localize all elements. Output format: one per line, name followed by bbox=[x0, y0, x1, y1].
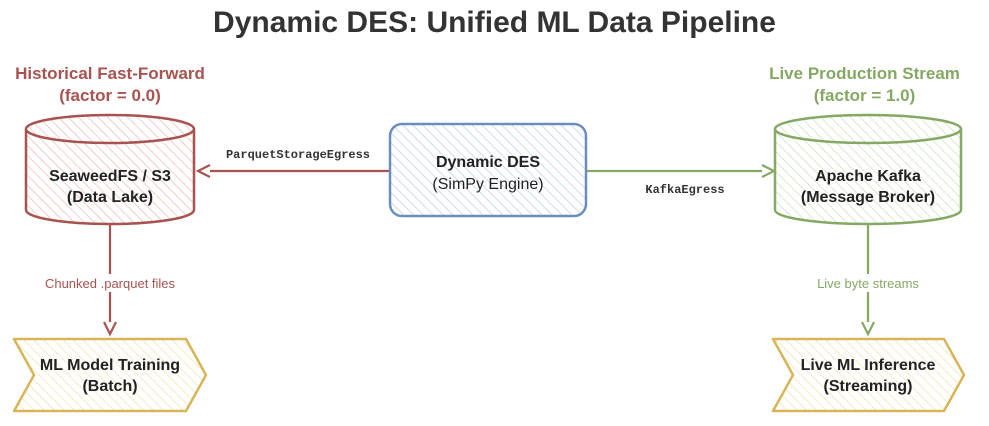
ml-inference-subtitle: (Streaming) bbox=[824, 378, 913, 395]
parquet-files-edge: Chunked .parquet files bbox=[32, 225, 188, 337]
ml-training-node: ML Model Training (Batch) bbox=[12, 337, 208, 413]
kafka-node: Apache Kafka (Message Broker) bbox=[773, 113, 963, 226]
des-engine-name: Dynamic DES bbox=[436, 154, 540, 171]
kafka-cylinder-body bbox=[773, 129, 963, 226]
kafka-cylinder-top bbox=[773, 113, 963, 145]
historical-heading-factor: (factor = 0.0) bbox=[59, 86, 161, 105]
live-heading-factor: (factor = 1.0) bbox=[813, 86, 916, 105]
historical-heading: Historical Fast-Forward (factor = 0.0) bbox=[0, 63, 220, 107]
byte-streams-arrowhead bbox=[861, 321, 875, 337]
byte-streams-label: Live byte streams bbox=[817, 276, 919, 291]
ml-training-name: ML Model Training bbox=[40, 357, 180, 374]
byte-streams-label-bg bbox=[800, 274, 936, 292]
data-lake-subtitle: (Data Lake) bbox=[67, 189, 153, 206]
data-lake-cylinder-body bbox=[24, 129, 196, 226]
des-engine-subtitle: (SimPy Engine) bbox=[432, 176, 543, 193]
kafka-egress-edge: KafkaEgress bbox=[587, 164, 777, 197]
ml-inference-name: Live ML Inference bbox=[801, 357, 936, 374]
kafka-name: Apache Kafka bbox=[815, 168, 921, 185]
kafka-subtitle: (Message Broker) bbox=[801, 189, 935, 206]
des-engine-node: Dynamic DES (SimPy Engine) bbox=[388, 122, 588, 218]
parquet-egress-arrowhead bbox=[195, 164, 211, 178]
historical-heading-title: Historical Fast-Forward bbox=[15, 64, 205, 83]
byte-streams-edge: Live byte streams bbox=[800, 225, 936, 337]
data-lake-cylinder-top bbox=[24, 113, 196, 145]
parquet-egress-edge: ParquetStorageEgress bbox=[195, 148, 389, 178]
parquet-egress-label: ParquetStorageEgress bbox=[226, 148, 370, 162]
kafka-egress-label: KafkaEgress bbox=[645, 183, 724, 197]
kafka-egress-arrowhead bbox=[761, 164, 777, 178]
des-engine-box bbox=[388, 122, 588, 218]
parquet-files-arrowhead bbox=[103, 321, 117, 337]
ml-inference-node: Live ML Inference (Streaming) bbox=[771, 337, 966, 413]
ml-inference-shape bbox=[771, 337, 966, 413]
parquet-files-label: Chunked .parquet files bbox=[45, 276, 176, 291]
data-lake-name: SeaweedFS / S3 bbox=[49, 168, 171, 185]
live-heading: Live Production Stream (factor = 1.0) bbox=[740, 63, 989, 107]
ml-training-subtitle: (Batch) bbox=[82, 378, 137, 395]
ml-training-shape bbox=[12, 337, 208, 413]
diagram-title: Dynamic DES: Unified ML Data Pipeline bbox=[213, 6, 776, 39]
data-lake-node: SeaweedFS / S3 (Data Lake) bbox=[24, 113, 196, 226]
live-heading-title: Live Production Stream bbox=[769, 64, 960, 83]
parquet-files-label-bg bbox=[32, 274, 188, 292]
